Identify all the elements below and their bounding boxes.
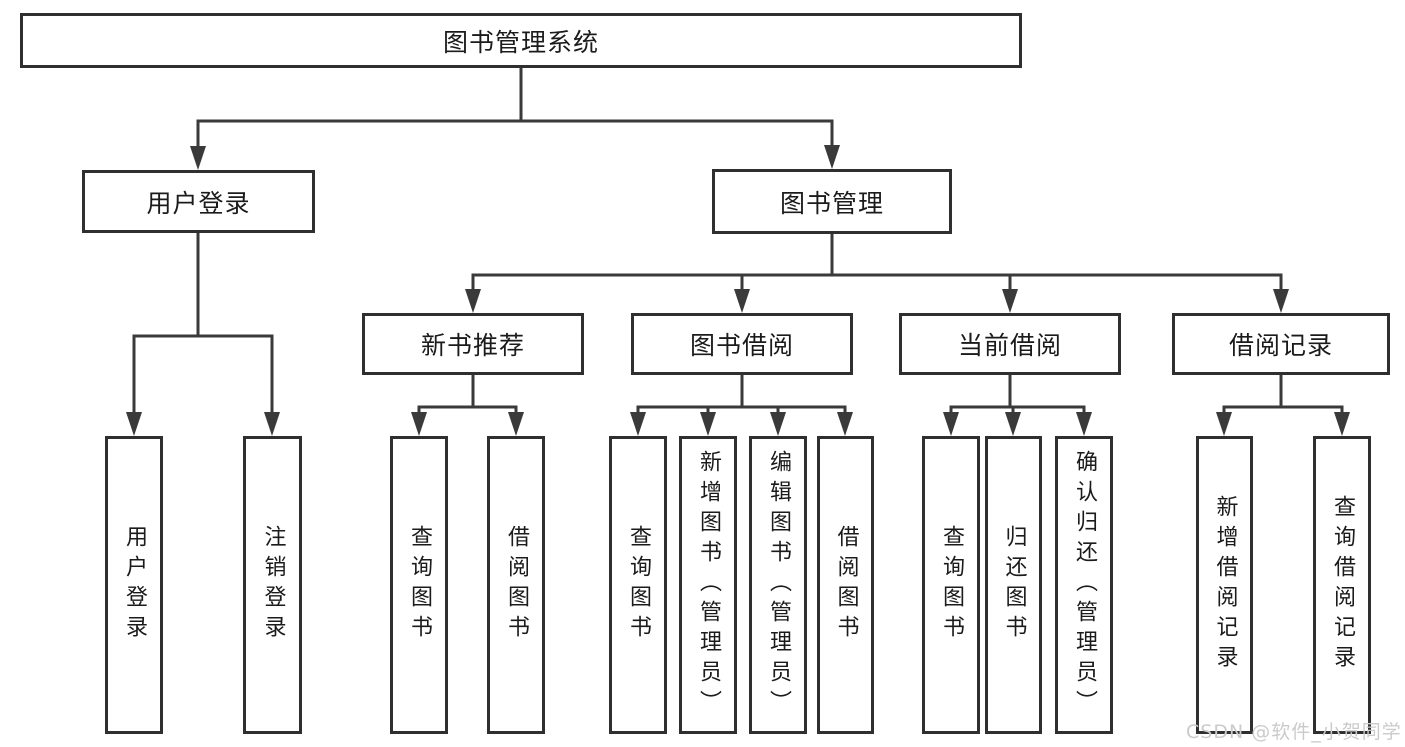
node-label: 图书借阅 <box>689 331 794 360</box>
leaf-br-add-borrow-record: 新增借阅记录 <box>1196 436 1253 734</box>
node-label: 借阅图书 <box>504 525 529 645</box>
node-label: 注销登录 <box>260 525 286 645</box>
leaf-cb-query-books: 查询图书 <box>922 436 980 734</box>
node-label: 编辑图书（管理员） <box>766 450 791 720</box>
node-current-borrowing: 当前借阅 <box>899 313 1121 375</box>
node-label: 查询图书 <box>626 525 651 645</box>
leaf-nbr-query-books: 查询图书 <box>390 436 448 734</box>
node-borrowing-records: 借阅记录 <box>1172 313 1390 375</box>
node-label: 归还图书 <box>1001 525 1027 645</box>
node-label: 查询借阅记录 <box>1330 495 1355 675</box>
node-library-management-system: 图书管理系统 <box>20 13 1022 68</box>
node-label: 确认归还（管理员） <box>1072 450 1097 720</box>
node-book-management: 图书管理 <box>712 169 952 234</box>
node-label: 查询图书 <box>939 525 964 645</box>
node-label: 用户登录 <box>146 188 251 218</box>
leaf-bb-edit-book-admin: 编辑图书（管理员） <box>749 436 807 734</box>
node-book-borrowing: 图书借阅 <box>631 313 853 375</box>
csdn-watermark: CSDN @软件_小贺同学 <box>1186 721 1402 743</box>
leaf-bb-borrow-books: 借阅图书 <box>817 436 874 734</box>
node-label: 新增借阅记录 <box>1212 495 1238 675</box>
leaf-cb-return-books: 归还图书 <box>985 436 1042 734</box>
node-new-book-recommendation: 新书推荐 <box>362 313 584 375</box>
node-label: 新增图书（管理员） <box>696 450 721 720</box>
leaf-bb-query-books: 查询图书 <box>609 436 667 734</box>
leaf-logout-login: 注销登录 <box>243 436 302 734</box>
node-user-login: 用户登录 <box>82 170 315 233</box>
leaf-bb-add-book-admin: 新增图书（管理员） <box>679 436 737 734</box>
leaf-nbr-borrow-books: 借阅图书 <box>487 436 545 734</box>
node-label: 新书推荐 <box>420 331 525 360</box>
node-label: 借阅记录 <box>1228 331 1333 360</box>
leaf-cb-confirm-return-admin: 确认归还（管理员） <box>1055 436 1113 734</box>
leaf-br-query-borrow-record: 查询借阅记录 <box>1313 436 1371 734</box>
node-label: 查询图书 <box>407 525 432 645</box>
node-label: 用户登录 <box>122 525 147 645</box>
node-label: 借阅图书 <box>833 525 859 645</box>
node-label: 图书管理系统 <box>442 27 599 57</box>
leaf-user-login: 用户登录 <box>105 436 163 734</box>
node-label: 当前借阅 <box>957 331 1062 360</box>
node-label: 图书管理 <box>779 188 884 218</box>
